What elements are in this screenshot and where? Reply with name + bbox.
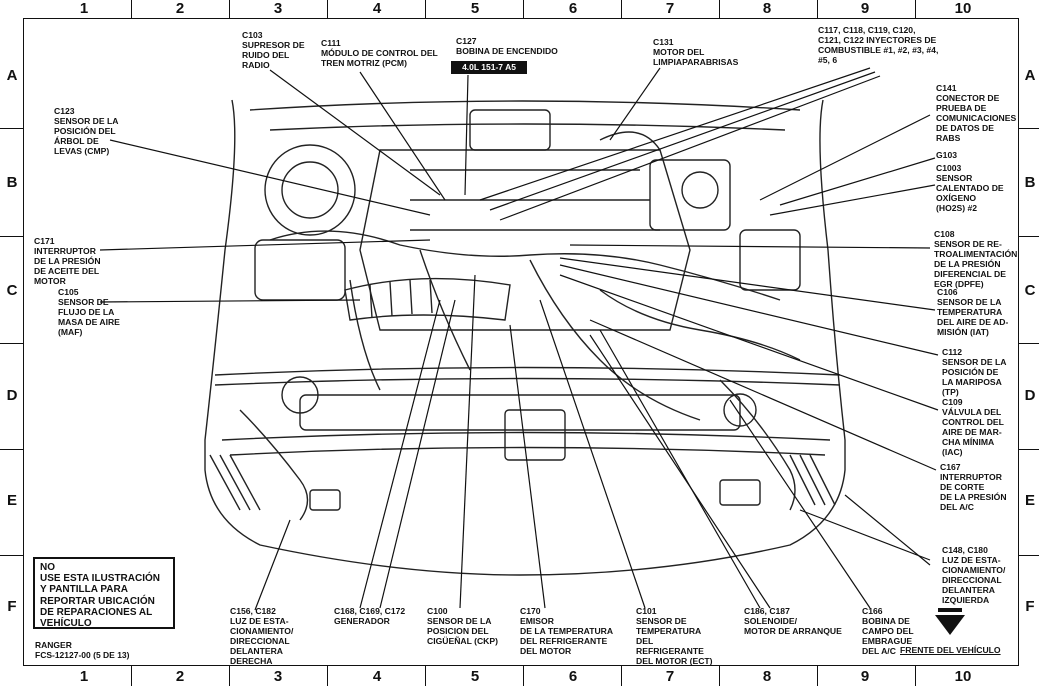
grid-row-left-e: E [6, 492, 17, 509]
grid-tick [817, 0, 818, 18]
grid-tick [131, 666, 132, 686]
grid-tick [1019, 236, 1039, 237]
grid-col-bottom-9: 9 [860, 668, 870, 685]
callout-c100: C100 SENSOR DE LA POSICION DEL CIGÜEÑAL … [427, 606, 498, 646]
grid-col-bottom-6: 6 [568, 668, 578, 685]
engine-part-number: 4.0L 151-7 A5 [451, 61, 527, 74]
callout-c131: C131 MOTOR DEL LIMPIAPARABRISAS [653, 37, 739, 67]
grid-col-top-8: 8 [762, 0, 772, 17]
callout-c105: C105 SENSOR DE FLUJO DE LA MASA DE AIRE … [58, 287, 120, 337]
grid-row-left-d: D [6, 387, 18, 404]
callout-c148: C148, C180 LUZ DE ESTA- CIONAMIENTO/ DIR… [942, 545, 1006, 605]
grid-col-top-5: 5 [470, 0, 480, 17]
grid-col-bottom-2: 2 [175, 668, 185, 685]
grid-col-top-7: 7 [665, 0, 675, 17]
callout-c156: C156, C182 LUZ DE ESTA- CIONAMIENTO/ DIR… [230, 606, 294, 666]
grid-col-top-6: 6 [568, 0, 578, 17]
callout-g103: G103 [936, 150, 958, 160]
grid-tick [1019, 128, 1039, 129]
grid-row-right-b: B [1024, 174, 1036, 191]
grid-tick [621, 666, 622, 686]
grid-tick [131, 0, 132, 18]
grid-row-left-b: B [6, 174, 18, 191]
grid-tick [327, 0, 328, 18]
grid-col-top-9: 9 [860, 0, 870, 17]
callout-c141: C141 CONECTOR DE PRUEBA DE COMUNICACIONE… [936, 83, 1017, 143]
grid-tick [523, 666, 524, 686]
grid-tick [0, 449, 23, 450]
grid-tick [1019, 555, 1039, 556]
grid-tick [327, 666, 328, 686]
grid-tick [1019, 343, 1039, 344]
grid-row-left-a: A [6, 67, 18, 84]
diagram-frame [23, 18, 1019, 666]
callout-c111: C111 MÓDULO DE CONTROL DEL TREN MOTRIZ (… [321, 38, 438, 68]
grid-col-bottom-1: 1 [79, 668, 89, 685]
grid-tick [229, 0, 230, 18]
grid-tick [1019, 449, 1039, 450]
grid-tick [0, 555, 23, 556]
grid-row-right-a: A [1024, 67, 1036, 84]
grid-col-top-10: 10 [954, 0, 972, 17]
grid-row-right-d: D [1024, 387, 1036, 404]
grid-tick [621, 0, 622, 18]
callout-c127: C127 BOBINA DE ENCENDIDO [456, 36, 558, 56]
grid-tick [0, 128, 23, 129]
grid-row-left-c: C [6, 282, 18, 299]
callout-c186: C186, C187 SOLENOIDE/ MOTOR DE ARRANQUE [744, 606, 842, 636]
grid-row-right-f: F [1025, 598, 1035, 615]
grid-tick [0, 343, 23, 344]
callout-c166: C166 BOBINA DE CAMPO DEL EMBRAGUE DEL A/… [862, 606, 914, 656]
grid-col-bottom-8: 8 [762, 668, 772, 685]
grid-row-left-f: F [7, 598, 17, 615]
callout-c117: C117, C118, C119, C120, C121, C122 INYEC… [818, 25, 939, 65]
front-of-vehicle-label: FRENTE DEL VEHÍCULO [900, 645, 1001, 655]
grid-row-right-c: C [1024, 282, 1036, 299]
grid-tick [229, 666, 230, 686]
grid-tick [719, 0, 720, 18]
figure-footer: RANGER FCS-12127-00 (5 DE 13) [35, 640, 130, 660]
callout-c106: C106 SENSOR DE LA TEMPERATURA DEL AIRE D… [937, 287, 1009, 337]
callout-c167: C167 INTERRUPTOR DE CORTE DE LA PRESIÓN … [940, 462, 1007, 512]
grid-col-top-3: 3 [273, 0, 283, 17]
grid-row-right-e: E [1024, 492, 1035, 509]
grid-tick [915, 666, 916, 686]
callout-c112: C112 SENSOR DE LA POSICIÓN DE LA MARIPOS… [942, 347, 1007, 397]
callout-c108: C108 SENSOR DE RE- TROALIMENTACIÓN DE LA… [934, 229, 1018, 289]
warning-note-box: NO USE ESTA ILUSTRACIÓN Y PANTILLA PARA … [33, 557, 175, 629]
grid-tick [719, 666, 720, 686]
grid-tick [425, 0, 426, 18]
callout-c109: C109 VÁLVULA DEL CONTROL DEL AIRE DE MAR… [942, 397, 1004, 457]
callout-c123: C123 SENSOR DE LA POSICIÓN DEL ÁRBOL DE … [54, 106, 119, 156]
grid-col-top-4: 4 [372, 0, 382, 17]
grid-col-bottom-3: 3 [273, 668, 283, 685]
grid-tick [425, 666, 426, 686]
callout-c101: C101 SENSOR DE TEMPERATURA DEL REFRIGERA… [636, 606, 713, 666]
grid-tick [817, 666, 818, 686]
grid-col-bottom-7: 7 [665, 668, 675, 685]
grid-tick [523, 0, 524, 18]
grid-col-bottom-4: 4 [372, 668, 382, 685]
callout-c1003: C1003 SENSOR CALENTADO DE OXÍGENO (HO2S)… [936, 163, 1004, 213]
callout-c168: C168, C169, C172 GENERADOR [334, 606, 406, 626]
grid-col-bottom-5: 5 [470, 668, 480, 685]
grid-tick [915, 0, 916, 18]
grid-col-top-1: 1 [79, 0, 89, 17]
callout-c171: C171 INTERRUPTOR DE LA PRESIÓN DE ACEITE… [34, 236, 101, 286]
callout-c170: C170 EMISOR DE LA TEMPERATURA DEL REFRIG… [520, 606, 614, 656]
callout-c103: C103 SUPRESOR DE RUIDO DEL RADIO [242, 30, 305, 70]
grid-tick [0, 236, 23, 237]
grid-col-bottom-10: 10 [954, 668, 972, 685]
grid-col-top-2: 2 [175, 0, 185, 17]
